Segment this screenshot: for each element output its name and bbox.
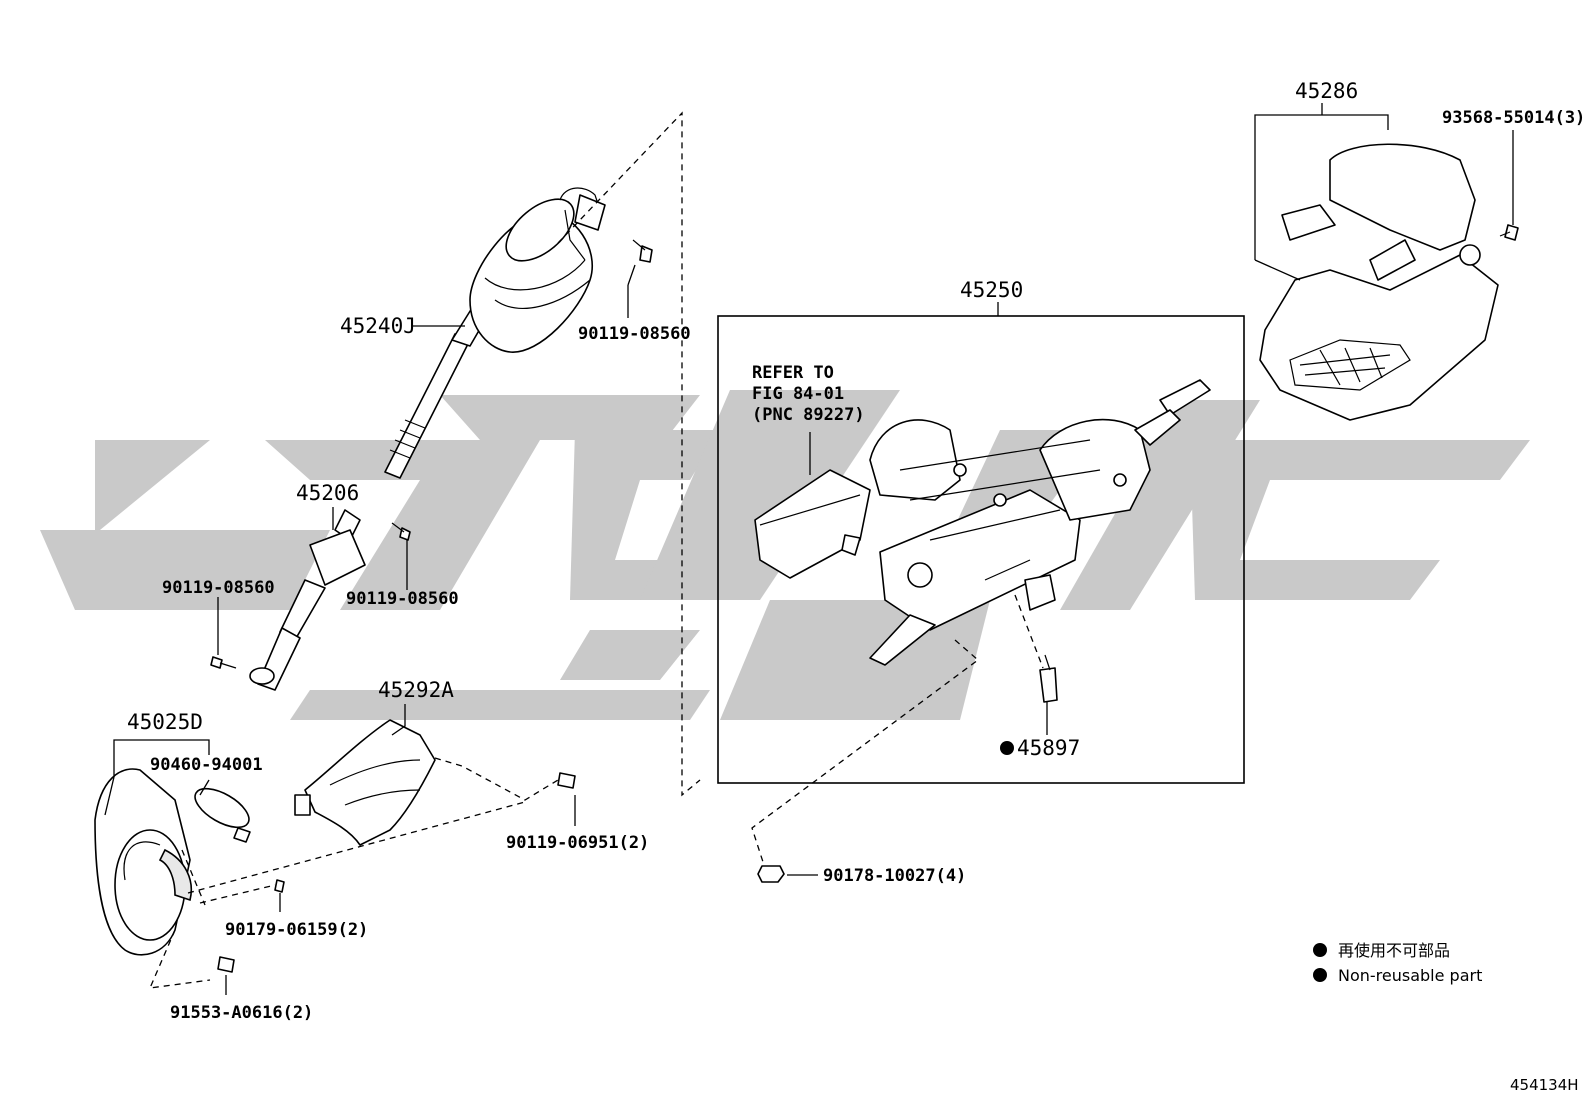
universal-joint-45206	[210, 509, 411, 691]
label-90119-06951: 90119-06951(2)	[506, 833, 649, 853]
refer-note-line1: REFER TO	[752, 363, 834, 383]
legend-bullet-icon-1	[1313, 943, 1327, 957]
dashed-guide-boot-b	[199, 884, 276, 904]
boot-45025D	[94, 768, 285, 973]
column-cover-45292A	[294, 719, 436, 846]
dashed-guide-boot-c	[148, 929, 211, 989]
dashed-guide-boot-a	[187, 801, 526, 894]
label-45206: 45206	[296, 481, 359, 505]
label-90119-08560-right: 90119-08560	[346, 589, 459, 609]
label-90119-08560-top: 90119-08560	[578, 324, 691, 344]
label-45025D: 45025D	[127, 710, 203, 734]
dashed-guide-boot-d	[181, 849, 206, 906]
bolt-90119-06951	[557, 772, 576, 789]
label-90119-08560-left: 90119-08560	[162, 578, 275, 598]
label-90179-06159: 90179-06159(2)	[225, 920, 368, 940]
label-45286: 45286	[1295, 79, 1358, 103]
label-45240J: 45240J	[340, 314, 416, 338]
column-assembly-frame	[717, 315, 1245, 784]
label-45292A: 45292A	[378, 678, 454, 702]
dashed-guide-nut	[751, 639, 980, 863]
label-45250: 45250	[960, 278, 1023, 302]
non-reusable-marker-45897	[1000, 741, 1014, 755]
figure-reference: 454134H	[1510, 1076, 1579, 1094]
dashed-guide-bolt-45897	[1014, 594, 1044, 669]
steering-column-45250	[869, 379, 1211, 703]
label-45897: 45897	[1017, 736, 1080, 760]
label-91553-A0616: 91553-A0616(2)	[170, 1003, 313, 1023]
intermediate-shaft-45240J	[384, 187, 606, 479]
ecu-module-89227	[754, 469, 871, 579]
legend-bullet-icon-2	[1313, 968, 1327, 982]
upper-cover-45286	[1259, 143, 1519, 421]
label-90460-94001: 90460-94001	[150, 755, 263, 775]
legend-japanese: 再使用不可部品	[1338, 941, 1450, 960]
nut-90178	[757, 865, 785, 883]
dashed-guide-shaft-box	[557, 111, 701, 797]
dashed-guide-cover	[434, 757, 559, 801]
label-93568-55014: 93568-55014(3)	[1442, 108, 1585, 128]
legend-english: Non-reusable part	[1338, 966, 1482, 985]
label-90178-10027: 90178-10027(4)	[823, 866, 966, 886]
refer-note-line3: (PNC 89227)	[752, 405, 865, 425]
refer-note-line2: FIG 84-01	[752, 384, 844, 404]
bolt-90119-top	[627, 239, 653, 318]
